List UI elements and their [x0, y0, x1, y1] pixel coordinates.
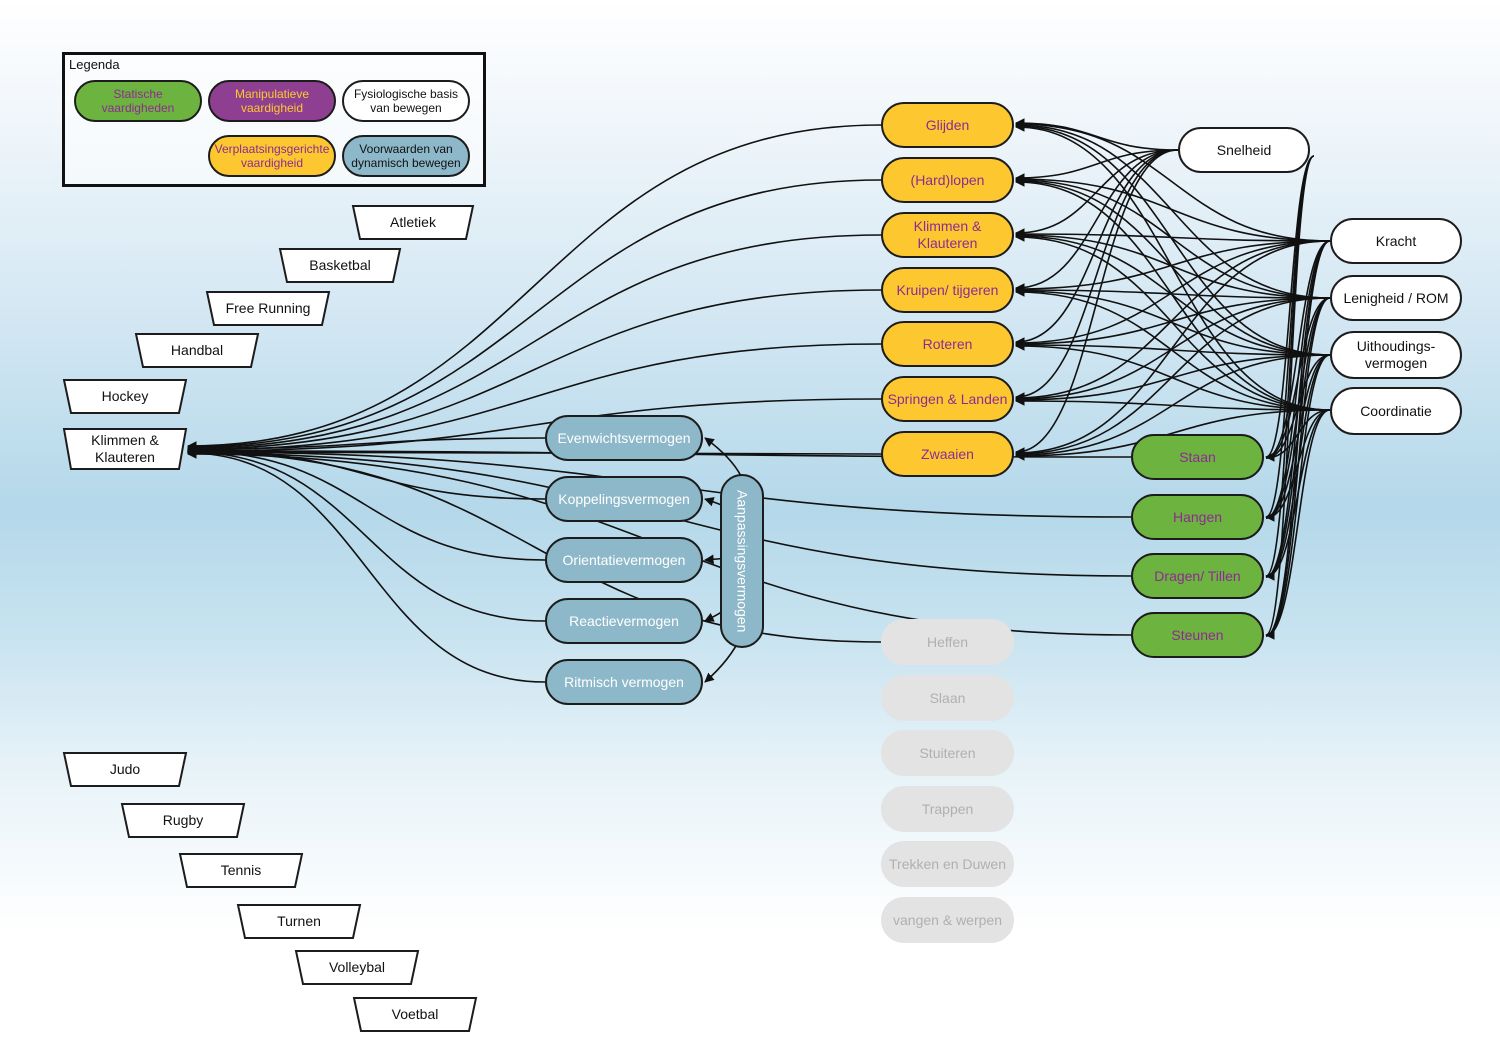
manipulative-5: vangen & werpen: [881, 897, 1014, 943]
locomotor-6: Zwaaien: [881, 431, 1014, 477]
locomotor-3: Kruipen/ tijgeren: [881, 267, 1014, 313]
legend-manipulative: Manipulatieve vaardigheid: [208, 80, 336, 122]
static-2: Dragen/ Tillen: [1131, 553, 1264, 599]
manipulative-3: Trappen: [881, 786, 1014, 832]
manipulative-4: Trekken en Duwen: [881, 841, 1014, 887]
physio-4: Coordinatie: [1330, 387, 1462, 435]
legend-locomotor: Verplaatsingsgerichte vaardigheid: [208, 135, 336, 177]
sport-2: Free Running: [205, 291, 331, 326]
sport-0: Atletiek: [351, 205, 475, 240]
manipulative-0: Heffen: [881, 619, 1014, 665]
sport-5: Klimmen & Klauteren: [62, 428, 188, 470]
locomotor-5: Springen & Landen: [881, 376, 1014, 422]
static-3: Steunen: [1131, 612, 1264, 658]
legend-title: Legenda: [69, 57, 120, 72]
sport-3: Handbal: [134, 333, 260, 368]
adaptation: Aanpassingsvermogen: [720, 474, 764, 648]
coordination-1: Koppelingsvermogen: [545, 476, 703, 522]
manipulative-2: Stuiteren: [881, 730, 1014, 776]
locomotor-0: Glijden: [881, 102, 1014, 148]
legend-physio: Fysiologische basis van bewegen: [342, 80, 470, 122]
sport-8: Tennis: [178, 853, 304, 888]
physio-0: Snelheid: [1178, 127, 1310, 173]
locomotor-4: Roteren: [881, 321, 1014, 367]
coordination-2: Orientatievermogen: [545, 537, 703, 583]
physio-1: Kracht: [1330, 218, 1462, 264]
sport-11: Voetbal: [352, 997, 478, 1032]
static-0: Staan: [1131, 434, 1264, 480]
coordination-3: Reactievermogen: [545, 598, 703, 644]
sport-10: Volleybal: [294, 950, 420, 985]
locomotor-1: (Hard)lopen: [881, 157, 1014, 203]
locomotor-2: Klimmen & Klauteren: [881, 212, 1014, 258]
legend-static: Statische vaardigheden: [74, 80, 202, 122]
legend-conditions: Voorwaarden van dynamisch bewegen: [342, 135, 470, 177]
physio-2: Lenigheid / ROM: [1330, 275, 1462, 321]
sport-9: Turnen: [236, 904, 362, 939]
manipulative-1: Slaan: [881, 675, 1014, 721]
sport-7: Rugby: [120, 803, 246, 838]
coordination-0: Evenwichtsvermogen: [545, 415, 703, 461]
sport-4: Hockey: [62, 379, 188, 414]
sport-1: Basketbal: [278, 248, 402, 283]
physio-3: Uithoudings- vermogen: [1330, 331, 1462, 379]
coordination-4: Ritmisch vermogen: [545, 659, 703, 705]
sport-6: Judo: [62, 752, 188, 787]
static-1: Hangen: [1131, 494, 1264, 540]
legend: Legenda Statische vaardigheden Manipulat…: [62, 52, 486, 187]
